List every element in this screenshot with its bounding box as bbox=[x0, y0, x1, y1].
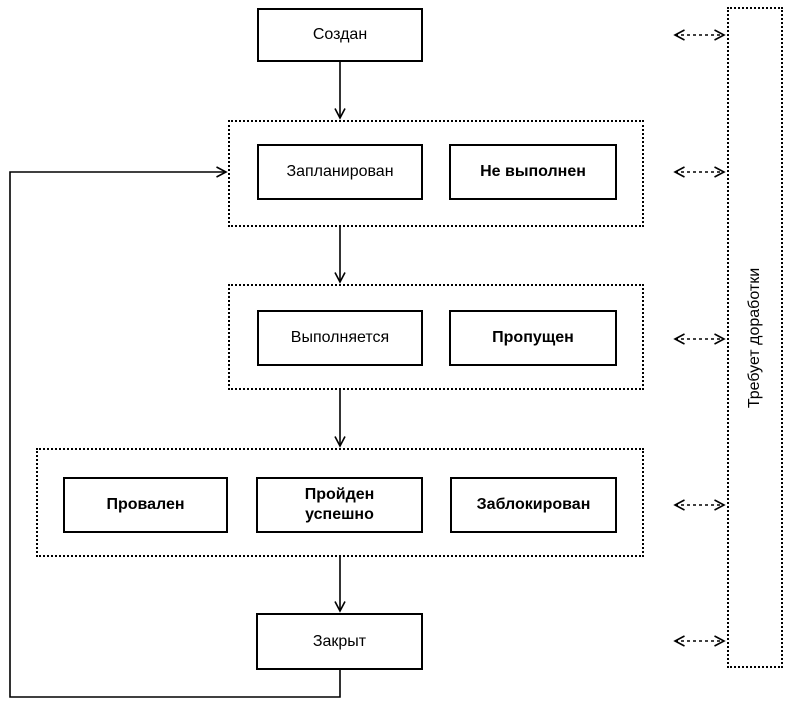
node-passed-label: Пройден успешно bbox=[304, 486, 375, 523]
arrow-closed-loop-to-planned-row bbox=[9, 166, 341, 698]
node-skipped: Пропущен bbox=[449, 310, 617, 366]
node-planned: Запланирован bbox=[257, 144, 423, 200]
node-in-progress: Выполняется bbox=[257, 310, 423, 366]
node-closed-label: Закрыт bbox=[312, 632, 367, 650]
node-closed: Закрыт bbox=[256, 613, 423, 670]
sidebar-needs-rework-label: Требует доработки bbox=[746, 267, 763, 408]
sidebar-needs-rework: Требует доработки bbox=[727, 7, 783, 668]
node-blocked-label: Заблокирован bbox=[476, 496, 591, 513]
node-passed: Пройден успешно bbox=[256, 477, 423, 533]
node-not-executed: Не выполнен bbox=[449, 144, 617, 200]
node-planned-label: Запланирован bbox=[286, 163, 394, 180]
node-not-executed-label: Не выполнен bbox=[480, 163, 586, 180]
node-created-label: Создан bbox=[312, 26, 368, 43]
node-in-progress-label: Выполняется bbox=[290, 329, 390, 346]
node-created: Создан bbox=[257, 8, 423, 62]
group-planned-row bbox=[228, 120, 644, 227]
node-failed-label: Провален bbox=[106, 496, 185, 513]
group-result-row bbox=[36, 448, 644, 557]
node-skipped-label: Пропущен bbox=[492, 329, 574, 346]
node-blocked: Заблокирован bbox=[450, 477, 617, 533]
node-failed: Провален bbox=[63, 477, 228, 533]
group-executing-row bbox=[228, 284, 644, 390]
